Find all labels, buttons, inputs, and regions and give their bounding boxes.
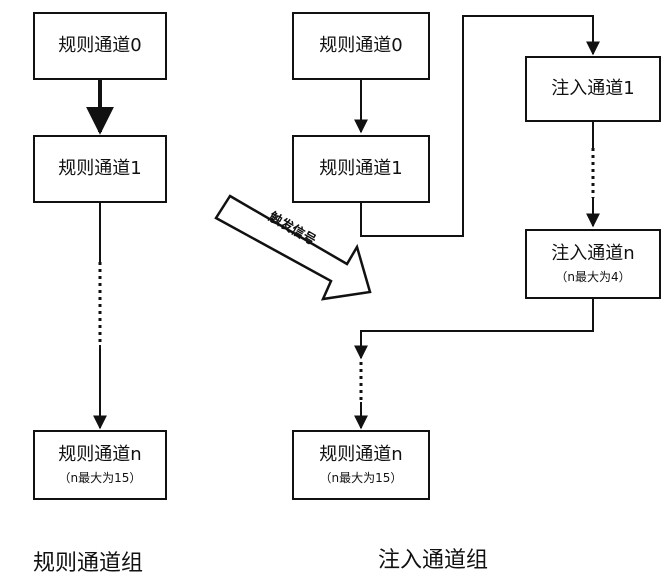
injgroup-regular-channel-n-box: 规则通道n （n最大为15）: [292, 430, 430, 500]
regular-channel-0-label: 规则通道0: [58, 35, 142, 56]
regular-channel-n-label: 规则通道n: [58, 444, 142, 465]
path-injn-to-regn: [354, 299, 594, 360]
path-reg1-to-inj1: [360, 15, 600, 237]
injgroup-regular-channel-n-note: （n最大为15）: [319, 471, 403, 485]
regular-channel-n-box: 规则通道n （n最大为15）: [33, 430, 167, 500]
regular-channel-n-note: （n最大为15）: [58, 471, 142, 485]
injected-channel-n-label: 注入通道n: [551, 243, 635, 264]
injgroup-regular-channel-0-label: 规则通道0: [319, 35, 403, 56]
regular-channel-1-label: 规则通道1: [58, 158, 142, 179]
injected-channel-1-box: 注入通道1: [525, 56, 661, 122]
regular-group-caption: 规则通道组: [33, 551, 144, 576]
injected-channel-1-label: 注入通道1: [551, 78, 635, 99]
injgroup-regular-channel-n-label: 规则通道n: [319, 444, 403, 465]
trigger-arrow-icon: [214, 194, 372, 301]
injected-group-caption: 注入通道组: [378, 548, 489, 573]
injected-channel-n-note: （n最大为4）: [555, 270, 631, 284]
injgroup-regular-channel-1-box: 规则通道1: [292, 135, 430, 203]
injgroup-regular-channel-0-box: 规则通道0: [292, 12, 430, 80]
regular-channel-0-box: 规则通道0: [33, 12, 167, 80]
regular-channel-1-box: 规则通道1: [33, 135, 167, 203]
injected-channel-n-box: 注入通道n （n最大为4）: [525, 229, 661, 299]
injgroup-regular-channel-1-label: 规则通道1: [319, 158, 403, 179]
